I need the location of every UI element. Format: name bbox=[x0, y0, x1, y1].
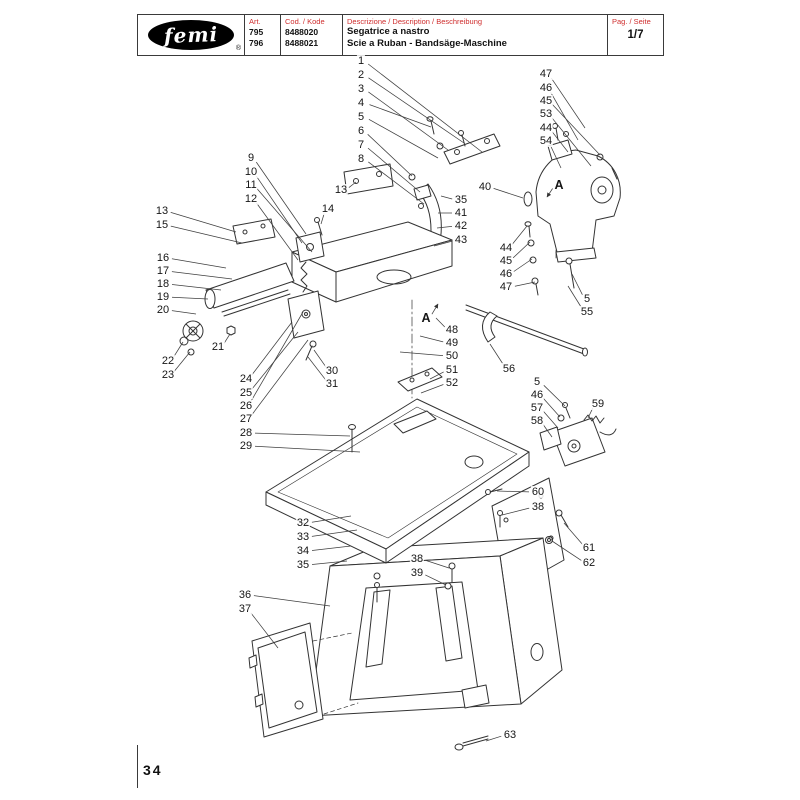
clamp-assembly bbox=[179, 218, 325, 361]
page-value: 1/7 bbox=[627, 29, 644, 41]
fastener-bolts bbox=[373, 488, 569, 751]
description-line-2: Scie a Ruban - Bandsäge-Maschine bbox=[347, 38, 507, 49]
code-value-2: 8488021 bbox=[285, 38, 319, 48]
code-column: Cod. / Kode 8488020 8488021 bbox=[280, 15, 342, 55]
description-column: Descrizione / Description / Beschreibung… bbox=[342, 15, 607, 55]
code-label: Cod. / Kode bbox=[285, 17, 325, 26]
motor-assembly bbox=[539, 402, 617, 467]
frame-arm bbox=[291, 116, 501, 303]
stand bbox=[309, 537, 563, 717]
door-panel bbox=[248, 622, 359, 738]
code-value-1: 8488020 bbox=[285, 27, 319, 37]
registered-mark: ® bbox=[235, 45, 241, 52]
femi-logo: femi ® bbox=[148, 20, 241, 52]
page-number: 34 bbox=[143, 762, 163, 778]
mount-plate bbox=[397, 367, 443, 392]
logo-cell: femi ® bbox=[138, 15, 244, 55]
header-bar: femi ® Art. 795 796 Cod. / Kode 8488020 … bbox=[137, 14, 664, 56]
head-assembly bbox=[523, 123, 621, 296]
article-label: Art. bbox=[249, 17, 261, 26]
page-column: Pag. / Seite 1/7 bbox=[607, 15, 663, 55]
article-column: Art. 795 796 bbox=[244, 15, 280, 55]
page-label: Pag. / Seite bbox=[612, 17, 651, 26]
table-top bbox=[265, 398, 530, 564]
page-corner-line bbox=[137, 745, 138, 788]
description-label: Descrizione / Description / Beschreibung bbox=[347, 17, 483, 26]
tension-rod bbox=[465, 304, 588, 357]
description-line-1: Segatrice a nastro bbox=[347, 26, 430, 37]
article-value-2: 796 bbox=[249, 38, 264, 48]
article-value-1: 795 bbox=[249, 27, 264, 37]
